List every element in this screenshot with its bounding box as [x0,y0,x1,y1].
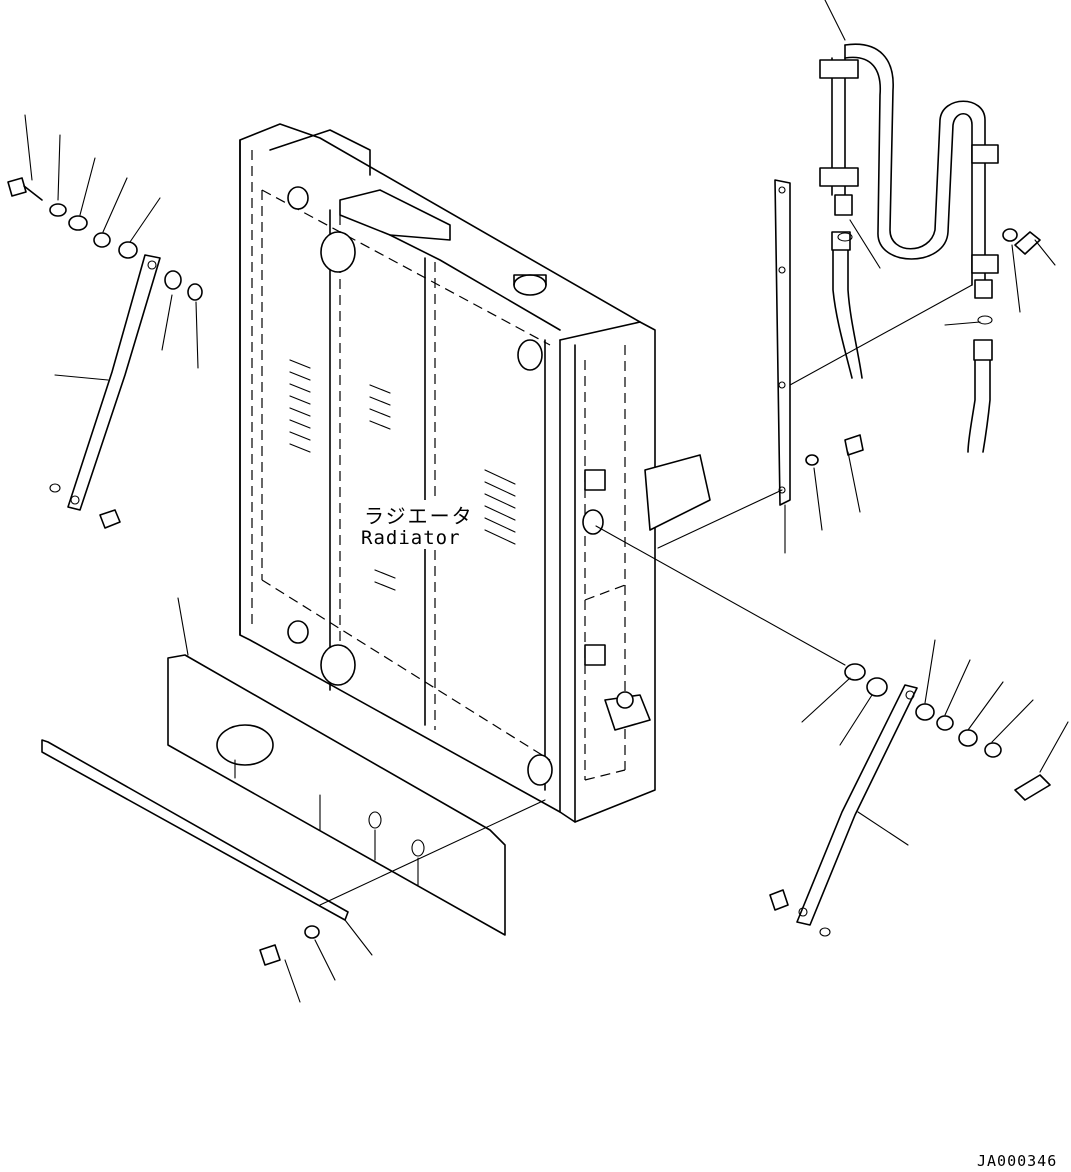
part-label-english: Radiator [361,527,461,549]
bracket-icon [774,179,791,506]
pipe-icon [819,43,999,299]
rod-icon [796,684,918,926]
cover-plate-icon [167,654,506,936]
washer-icon [49,203,1018,939]
hose-icon [831,231,993,453]
leader-lines [24,0,1069,1003]
radiator-core-icon [239,123,711,823]
drawing-code: JA000346 [977,1152,1058,1170]
bolt-icon [7,177,1051,966]
part-label-japanese: ラジエータ [364,500,474,529]
seal-strip-icon [41,739,349,921]
rod-icon [67,254,161,511]
